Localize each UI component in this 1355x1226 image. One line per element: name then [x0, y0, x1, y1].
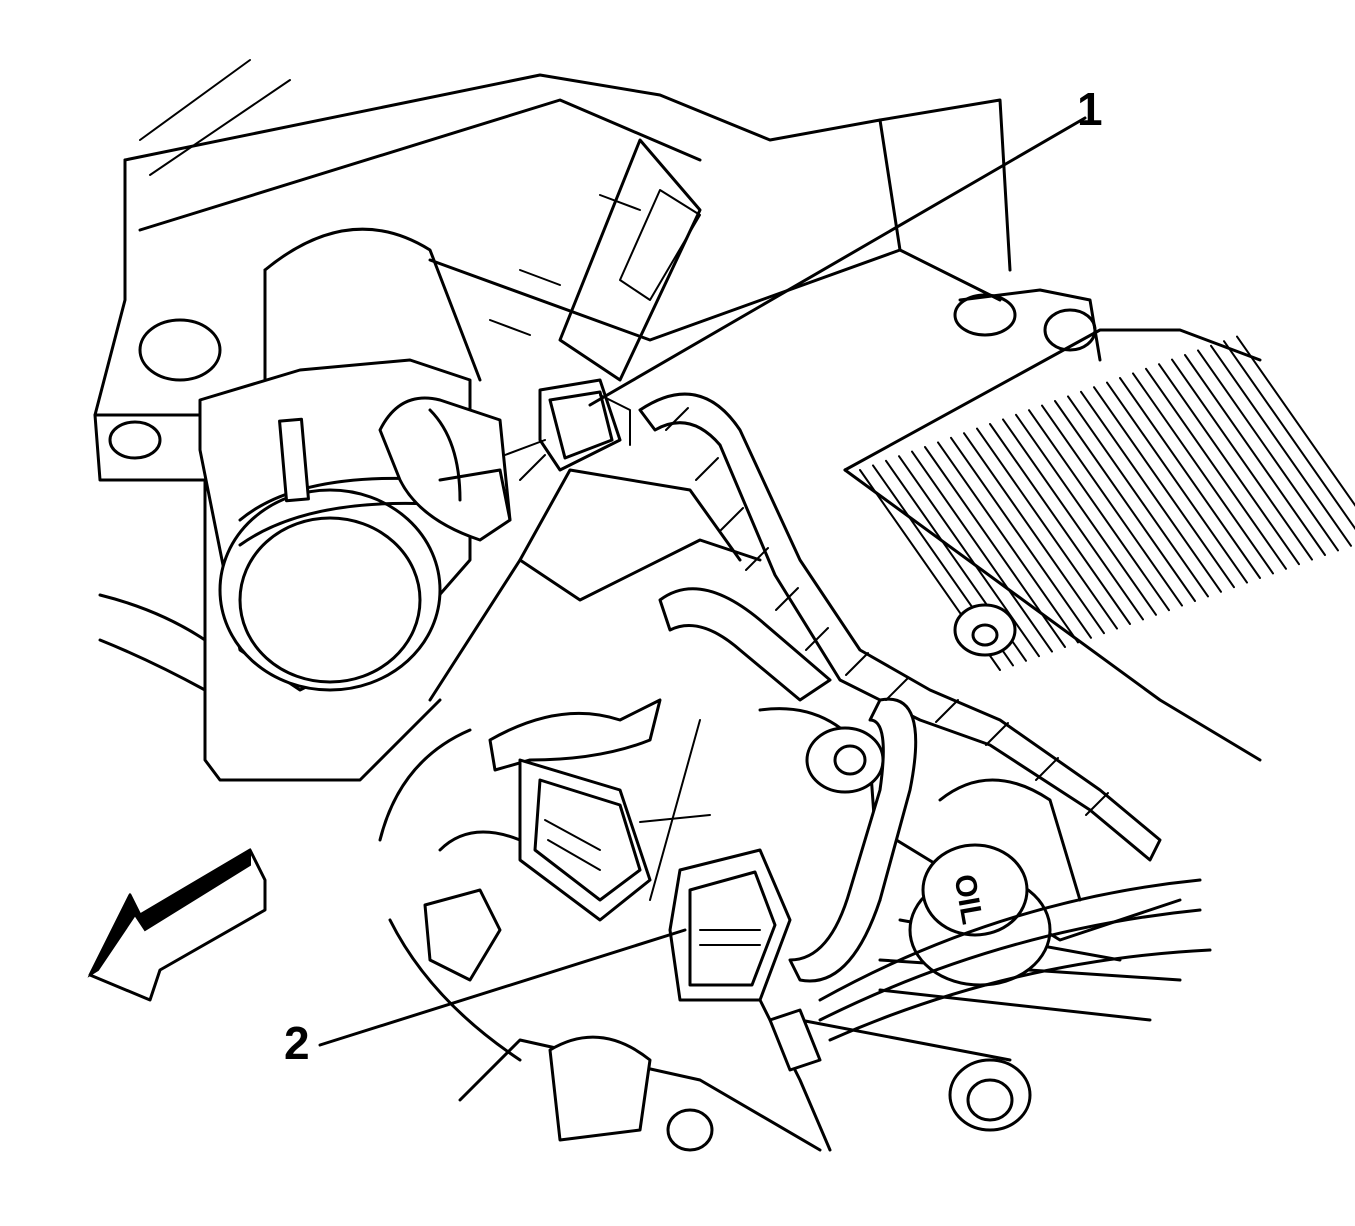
radiator-fin	[937, 441, 1079, 644]
radiator-fin	[898, 455, 1040, 658]
engine-block	[378, 468, 1182, 1152]
radiator-fin	[1145, 367, 1287, 570]
harness-wrap-mark	[845, 652, 869, 676]
harness-wrap-mark	[985, 722, 1009, 746]
callout-label-2: 2	[284, 1017, 310, 1069]
harness-wrap-mark	[695, 457, 719, 481]
radiator-fin	[950, 436, 1092, 639]
radiator-fin	[1210, 344, 1352, 547]
mass-air-flow-sensor-duct	[198, 227, 512, 692]
leader-line-1	[588, 116, 1087, 407]
harness-wrap-mark	[935, 699, 959, 723]
radiator-fin	[976, 427, 1118, 630]
radiator-fin	[1236, 335, 1355, 507]
front-direction-arrow-icon	[87, 848, 267, 1002]
radiator-fin	[1132, 372, 1274, 575]
radiator-fin	[1184, 354, 1326, 556]
radiator-fin	[1054, 400, 1196, 602]
harness-wrap-mark	[775, 587, 799, 611]
harness-wrap-mark	[805, 627, 829, 651]
lower-left-components	[423, 830, 832, 1152]
leader-line-2	[318, 928, 687, 1047]
radiator-fin	[1080, 390, 1222, 593]
radiator-fin	[1002, 418, 1144, 621]
radiator-fin	[989, 423, 1131, 625]
harness-wrap-mark	[1085, 792, 1109, 816]
radiator-fin	[963, 432, 1105, 635]
radiator-fin	[1106, 381, 1248, 584]
radiator	[843, 288, 1355, 762]
harness-wrap-mark	[665, 407, 689, 431]
radiator-fin	[1171, 358, 1313, 561]
radiator-fin	[1223, 340, 1355, 531]
radiator-fin	[1028, 409, 1170, 612]
harness-wrap-mark	[745, 547, 769, 571]
harness-wrap-mark	[885, 677, 909, 701]
harness-wrap-mark	[720, 507, 744, 531]
radiator-fin	[911, 450, 1053, 653]
oil-filler-cap: OIL	[908, 843, 1052, 987]
harness-wrap-mark	[1035, 757, 1059, 781]
leader-lines	[318, 116, 1087, 1047]
air-cleaner-housing	[93, 59, 1012, 782]
radiator-fin	[1067, 395, 1209, 598]
radiator-fin	[1093, 386, 1235, 589]
radiator-fin	[1119, 377, 1261, 579]
radiator-fin	[1015, 413, 1157, 616]
radiator-fin	[1041, 404, 1183, 607]
radiator-fin	[1158, 363, 1300, 566]
wiring-harness	[488, 392, 1212, 1042]
connector-2	[518, 719, 792, 1002]
radiator-fin	[1197, 349, 1339, 552]
radiator-fin	[924, 446, 1066, 648]
callout-label-1: 1	[1077, 83, 1103, 135]
connector-1	[504, 378, 631, 481]
